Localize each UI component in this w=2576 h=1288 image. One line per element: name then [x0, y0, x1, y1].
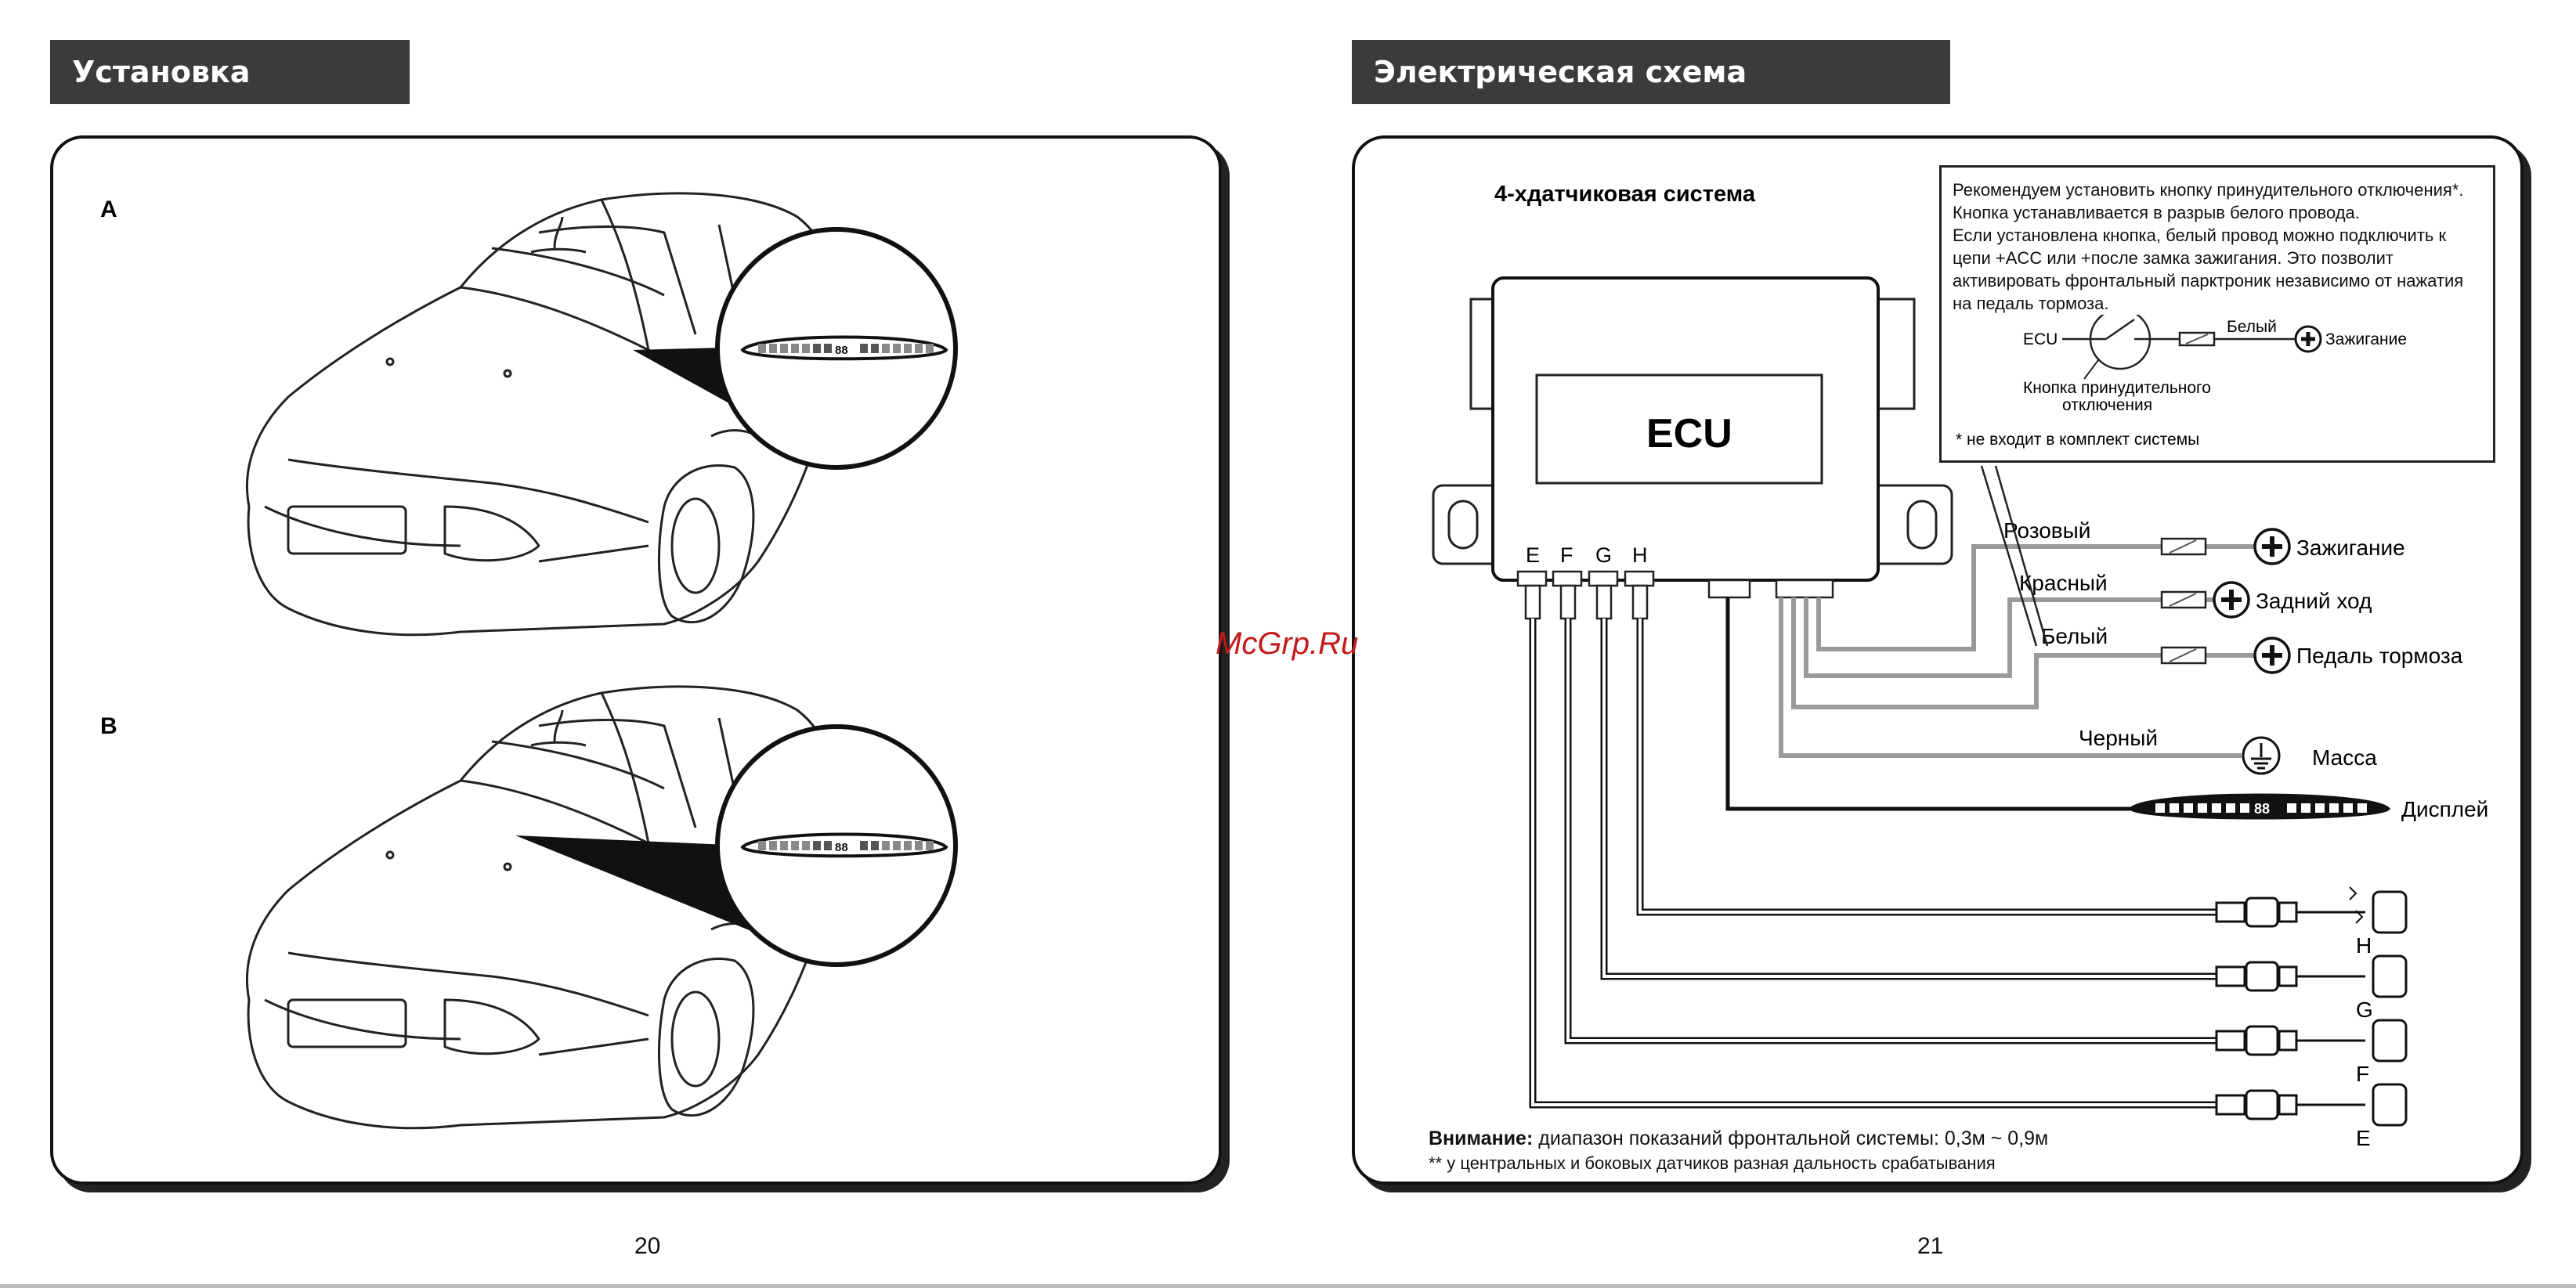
warning-text: диапазон показаний фронтальной системы: … [1533, 1127, 2049, 1149]
switch-wire-label: Белый [2227, 318, 2277, 336]
page-number-left: 20 [634, 1233, 661, 1259]
brake-plus-icon [2253, 637, 2291, 674]
ignition-plus-icon [2253, 528, 2291, 565]
display-digits-b: 88 [835, 841, 848, 854]
info-line: Если установлена кнопка, белый провод мо… [1953, 225, 2447, 245]
bottom-band [0, 1284, 2576, 1288]
sensor-wires-outline [1529, 619, 2217, 1109]
sensor-label-h: H [2356, 933, 2372, 958]
watermark: McGrp.Ru [1216, 626, 1359, 661]
sensor-h [2215, 886, 2408, 934]
label-a: A [100, 197, 117, 222]
right-page-header: Электрическая схема подключения [1352, 40, 1950, 153]
display-cable [1725, 597, 2130, 811]
fuses [2160, 537, 2207, 665]
port-label-f: F [1560, 543, 1573, 567]
switch-ignition-label: Зажигание [2325, 330, 2407, 348]
info-box: Рекомендуем установить кнопку принудител… [1939, 165, 2495, 463]
target-ignition: Зажигание [2296, 536, 2405, 560]
wire-label-pink: Розовый [2003, 518, 2090, 543]
target-reverse: Задний ход [2256, 589, 2372, 613]
switch-plus-icon [2294, 325, 2322, 353]
range-footnote: ** у центральных и боковых датчиков разн… [1429, 1153, 1996, 1173]
display-segments-b: 88 [758, 841, 934, 854]
switch-button-label-1: Кнопка принудительного [2023, 379, 2211, 397]
sensor-g [2215, 954, 2408, 998]
power-wires [1779, 544, 2254, 758]
switch-button-label-2: отключения [2062, 396, 2152, 414]
info-line: Кнопка устанавливается в разрыв белого п… [1953, 203, 2360, 222]
info-line: на педаль тормоза. [1953, 294, 2109, 313]
port-label-g: G [1595, 543, 1612, 567]
ecu-unit: ECU [1432, 276, 1953, 582]
warning-line: Внимание: диапазон показаний фронтальной… [1429, 1127, 2048, 1150]
ground-icon [2242, 736, 2281, 775]
sensor-f [2215, 1019, 2408, 1063]
display-install-panel: A B [50, 135, 1222, 1185]
warning-bold: Внимание: [1429, 1127, 1534, 1149]
ecu-label: ECU [1646, 411, 1732, 456]
magnifier-b: 88 [515, 724, 958, 967]
sensor-label-g: G [2356, 998, 2373, 1022]
warning-notes: Внимание: диапазон показаний фронтальной… [1429, 1127, 2048, 1174]
page-number-right: 21 [1917, 1233, 1944, 1259]
system-title: 4-хдатчиковая система [1494, 182, 1756, 207]
port-label-e: E [1526, 543, 1540, 567]
sensor-wires-inner [1531, 619, 2217, 1106]
label-b: B [100, 713, 117, 739]
info-line: активировать фронтальный парктроник неза… [1953, 271, 2464, 290]
target-ground: Масса [2312, 745, 2377, 770]
display-digits-a: 88 [835, 344, 848, 357]
info-line: цепи +ACC или +после замка зажигания. Эт… [1953, 248, 2394, 268]
switch-diagram: ECU Белый Зажигание Кнопка принудительно… [1956, 315, 2407, 449]
wire-label-red: Красный [2019, 571, 2108, 595]
wire-label-black: Черный [2079, 726, 2158, 750]
sensor-label-e: E [2356, 1126, 2371, 1150]
wire-label-white: Белый [2041, 624, 2108, 648]
display-unit: 88 [2129, 793, 2390, 820]
switch-ecu-label: ECU [2023, 330, 2058, 348]
info-line: Рекомендуем установить кнопку принудител… [1953, 180, 2464, 200]
magnifier-a: 88 [633, 227, 958, 470]
plus-terminals [2213, 528, 2291, 674]
car-illustrations: A B [100, 192, 958, 1130]
target-brake: Педаль тормоза [2296, 644, 2463, 668]
display-digits: 88 [2254, 801, 2270, 817]
display-label: Дисплей [2401, 797, 2488, 821]
wiring-diagram: 4-хдатчиковая система ECU E F G H [1432, 182, 2488, 1150]
port-connectors [1516, 570, 1834, 620]
sensor-e [2215, 1083, 2408, 1127]
display-segments-a: 88 [758, 344, 934, 357]
reverse-plus-icon [2213, 581, 2250, 619]
port-label-h: H [1632, 543, 1648, 567]
info-footnote: * не входит в комплект системы [1956, 431, 2199, 449]
left-page-header: Установка дисплея [50, 40, 410, 153]
sensor-label-f: F [2356, 1062, 2369, 1086]
